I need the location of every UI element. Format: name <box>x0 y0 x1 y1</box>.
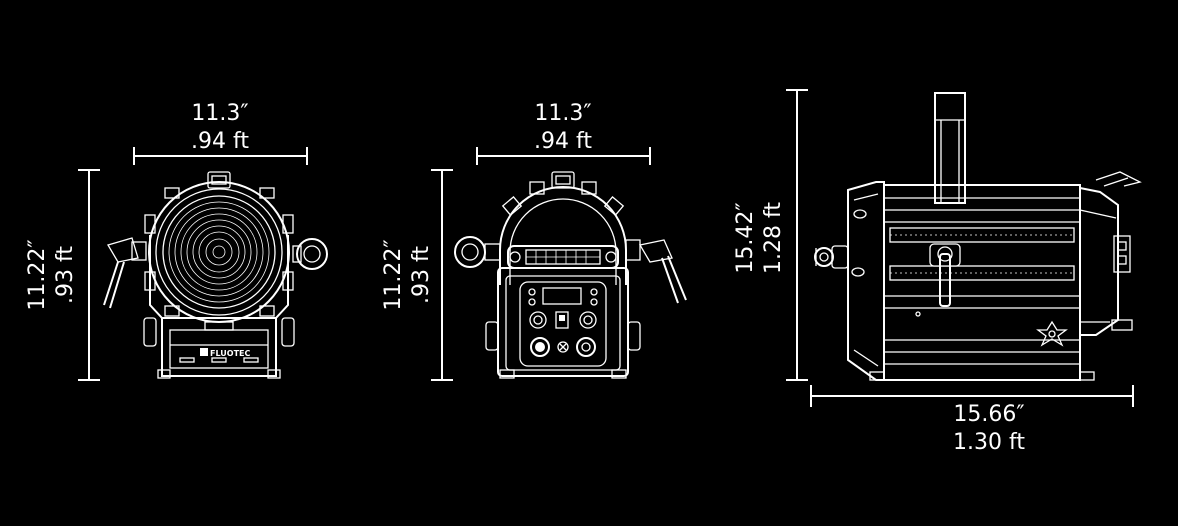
front-width-dimension: 11.3″ .94 ft <box>133 101 308 165</box>
side-length-feet: 1.30 ft <box>953 430 1025 455</box>
back-width-inches: 11.3″ <box>534 101 591 126</box>
back-height-inches: 11.22″ <box>381 239 406 310</box>
back-width-dimension: 11.3″ .94 ft <box>476 101 651 165</box>
dial-knob-left <box>529 311 547 329</box>
front-width-feet: .94 ft <box>191 129 249 154</box>
side-height-dimension: 15.42″ 1.28 ft <box>733 89 808 381</box>
side-view: 15.42″ 1.28 ft 15.66″ 1.30 ft <box>733 89 1142 455</box>
back-width-feet: .94 ft <box>534 129 592 154</box>
side-vent-rows <box>889 227 1075 281</box>
side-length-dimension: 15.66″ 1.30 ft <box>810 385 1134 455</box>
back-control-panel <box>519 281 607 367</box>
back-vent-grille <box>525 249 601 265</box>
side-fixture-drawing <box>814 92 1142 381</box>
back-height-dimension: 11.22″ .93 ft <box>381 169 453 381</box>
dial-knob-right <box>579 311 597 329</box>
side-height-feet: 1.28 ft <box>761 202 786 274</box>
back-fixture-drawing <box>454 171 687 379</box>
dmx-port <box>576 337 596 357</box>
fluotec-logo: FLUOTEC <box>200 348 250 358</box>
front-view: 11.3″ .94 ft 11.22″ .93 ft <box>25 101 328 381</box>
back-view: 11.3″ .94 ft 11.22″ .93 ft <box>381 101 687 381</box>
logo-text: FLUOTEC <box>210 349 250 358</box>
front-fixture-drawing: FLUOTEC <box>103 171 328 379</box>
front-height-feet: .93 ft <box>53 246 78 304</box>
side-length-inches: 15.66″ <box>953 402 1024 427</box>
front-width-inches: 11.3″ <box>191 101 248 126</box>
front-height-inches: 11.22″ <box>25 239 50 310</box>
display-screen <box>542 287 582 305</box>
power-switch <box>555 311 569 329</box>
back-height-feet: .93 ft <box>409 246 434 304</box>
fresnel-lens <box>162 195 276 309</box>
side-height-inches: 15.42″ <box>733 202 758 273</box>
front-height-dimension: 11.22″ .93 ft <box>25 169 100 381</box>
power-inlet <box>530 337 550 357</box>
